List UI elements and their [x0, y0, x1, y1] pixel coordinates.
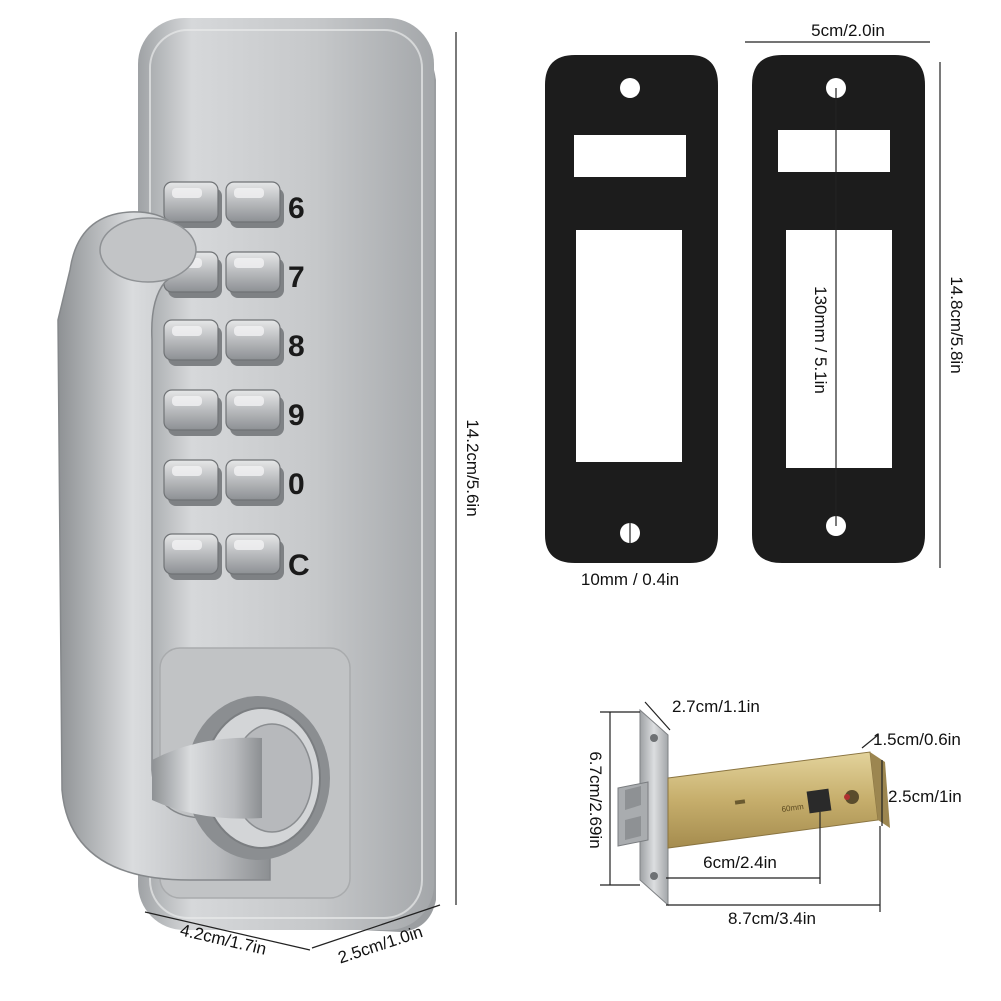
plate-slot-large — [786, 230, 892, 468]
plate-slot-large — [576, 230, 682, 462]
bolt-height-label: 2.5cm/1in — [888, 787, 962, 806]
key-label: 7 — [288, 261, 305, 294]
strike-plate-right — [752, 55, 925, 563]
key-label: 8 — [288, 330, 305, 363]
screw-hole — [845, 790, 859, 804]
key-label: 9 — [288, 399, 305, 432]
latch-stamp: 60mm — [781, 802, 805, 814]
lock-height-label: 14.2cm/5.6in — [463, 419, 482, 516]
total-length-label: 8.7cm/3.4in — [728, 909, 816, 928]
key-highlight — [234, 396, 264, 406]
lever-handle[interactable] — [57, 211, 271, 881]
key-highlight — [172, 540, 202, 550]
plate-height-label: 14.8cm/5.8in — [947, 276, 966, 373]
faceplate-width-label: 2.7cm/1.1in — [672, 697, 760, 716]
key-label: 6 — [288, 192, 305, 225]
hole-size-label: 10mm / 0.4in — [581, 570, 679, 589]
key-highlight — [234, 258, 264, 268]
key-highlight — [172, 396, 202, 406]
key-highlight — [172, 326, 202, 336]
keypad-lock: 6 7 8 9 0 C — [57, 18, 436, 932]
mortise-latch: 60mm — [617, 708, 890, 907]
hole-spacing-label: 130mm / 5.1in — [811, 286, 830, 394]
lock-dimension-lines — [144, 32, 457, 951]
handle-tip — [99, 217, 197, 283]
key-highlight — [172, 188, 202, 198]
handle-shaft — [152, 737, 262, 819]
key-highlight — [172, 466, 202, 476]
faceplate-height-label: 6.7cm/2.69in — [586, 751, 605, 848]
plate-dimension-lines — [629, 41, 941, 568]
key-highlight — [234, 326, 264, 336]
backset-label: 6cm/2.4in — [703, 853, 777, 872]
key-label: 0 — [288, 468, 305, 501]
keypad-labels: 6 7 8 9 0 C — [288, 192, 310, 582]
key-highlight — [234, 466, 264, 476]
plate-slot-small — [574, 135, 686, 177]
bolt-thickness-label: 1.5cm/0.6in — [873, 730, 961, 749]
latch-dimension-lines — [600, 701, 883, 912]
strike-plate-left — [545, 55, 718, 563]
latch-case-side — [870, 752, 890, 828]
plate-width-label: 5cm/2.0in — [811, 21, 885, 40]
spindle-hole — [806, 788, 832, 814]
key-label: C — [288, 549, 310, 582]
plate-slot-small — [778, 130, 890, 172]
keypad-keys — [163, 181, 284, 580]
plate-hole-top — [620, 78, 640, 98]
key-highlight — [234, 188, 264, 198]
key-highlight — [234, 540, 264, 550]
